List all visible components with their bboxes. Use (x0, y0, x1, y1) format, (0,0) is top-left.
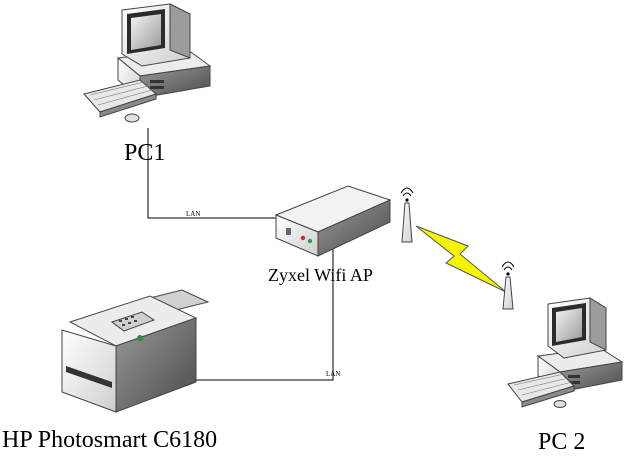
link-label-lan-1: LAN (186, 210, 200, 218)
pc2-label: PC 2 (538, 429, 585, 455)
wireless-link (400, 187, 515, 310)
wireless-router-icon (274, 185, 392, 257)
link-pc1-to-ap: LAN (147, 128, 288, 219)
pc2-computer: PC 2 (507, 297, 624, 455)
access-point-device: Zyxel Wifi AP (268, 185, 392, 285)
antenna-icon (501, 261, 515, 310)
antenna-icon (400, 187, 414, 243)
pc1-computer: PC1 (83, 3, 212, 166)
lightning-bolt-icon (415, 225, 507, 293)
link-label-lan-2: LAN (326, 370, 340, 378)
desktop-computer-icon (507, 297, 624, 408)
access-point-label: Zyxel Wifi AP (268, 265, 373, 285)
link-printer-to-ap: LAN (178, 235, 340, 381)
pc1-label: PC1 (124, 140, 165, 166)
printer-icon (61, 289, 210, 413)
printer-device: HP Photosmart C6180 (2, 289, 217, 453)
printer-label: HP Photosmart C6180 (2, 427, 217, 453)
desktop-computer-icon (83, 3, 212, 123)
